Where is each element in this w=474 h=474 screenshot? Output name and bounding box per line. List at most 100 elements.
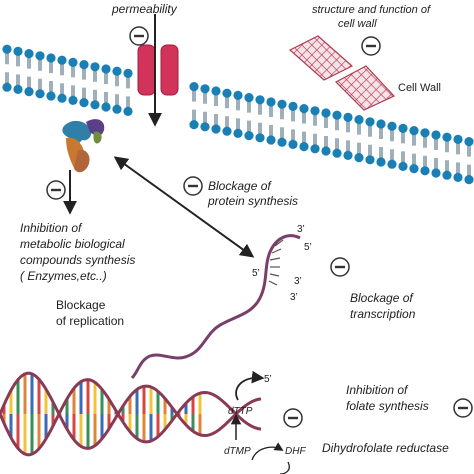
- dhfr-label: Dihydrofolate reductase: [322, 441, 449, 455]
- lipid-head: [321, 146, 331, 156]
- rna-5prime-left: 5’: [252, 268, 260, 279]
- lipid-head: [101, 64, 111, 74]
- lipid-head: [277, 137, 287, 147]
- dhf-label: DHF: [285, 446, 306, 457]
- cell-wall-mesh: [288, 35, 396, 111]
- dhf-return-arrow: [279, 461, 290, 474]
- lipid-head: [409, 126, 419, 136]
- lipid-head: [442, 132, 452, 142]
- lipid-head: [24, 49, 34, 59]
- folate-label-line2: folate synthesis: [346, 399, 429, 413]
- metabolic-label-line3: compounds synthesis: [20, 253, 135, 267]
- minus-badge-dhfr: [453, 398, 473, 418]
- lipid-head: [310, 144, 320, 154]
- lipid-head: [321, 108, 331, 118]
- minus-badge-metabolic: [46, 180, 66, 200]
- lipid-head: [343, 112, 353, 122]
- lipid-head: [57, 55, 67, 65]
- protein-label-line1: Blockage of: [208, 179, 272, 193]
- cell-membrane: [2, 44, 474, 185]
- transcription-label-line1: Blockage of: [350, 291, 414, 305]
- lipid-head: [365, 117, 375, 127]
- lipid-head: [35, 51, 45, 61]
- lipid-head: [453, 134, 463, 144]
- metabolic-label-line4: ( Enzymes,etc..): [20, 269, 107, 283]
- lipid-head: [233, 90, 243, 100]
- lipid-head: [35, 89, 45, 99]
- lipid-head: [222, 126, 232, 136]
- dna-strand-a: [0, 378, 262, 457]
- lipid-head: [46, 91, 56, 101]
- lipid-head: [365, 155, 375, 165]
- lipid-head: [420, 166, 430, 176]
- lipid-head: [431, 130, 441, 140]
- lipid-head: [200, 84, 210, 94]
- lipid-head: [57, 93, 67, 103]
- dna-base-pairs: [2, 373, 202, 455]
- replication-label-line2: of replication: [56, 314, 124, 328]
- lipid-head: [46, 53, 56, 63]
- minus-badge-protein: [183, 176, 203, 196]
- lipid-head: [189, 120, 199, 130]
- protein-synthesis-arrow: [113, 156, 255, 258]
- folate-label-line1: Inhibition of: [346, 383, 409, 397]
- lipid-head: [200, 122, 210, 132]
- lipid-head: [101, 102, 111, 112]
- lipid-head: [255, 95, 265, 105]
- dttp-label: dTTP: [228, 406, 253, 417]
- minus-badge-folate: [283, 408, 303, 428]
- lipid-head: [90, 100, 100, 110]
- membrane-channel: [137, 44, 179, 96]
- lipid-head: [266, 135, 276, 145]
- lipid-head: [332, 148, 342, 158]
- lipid-head: [398, 123, 408, 133]
- lipid-head: [244, 93, 254, 103]
- dtmp-label: dTMP: [224, 446, 251, 457]
- dhf-cycle-arrow: [251, 442, 284, 461]
- lipid-head: [310, 106, 320, 116]
- minus-badge-permeability: [129, 26, 149, 46]
- lipid-head: [68, 95, 78, 105]
- lipid-head: [233, 128, 243, 138]
- lipid-head: [112, 66, 122, 76]
- enzyme-protein-icon: [62, 119, 105, 173]
- lipid-head: [2, 82, 12, 92]
- cell-wall-function-line1: structure and function of: [312, 4, 431, 16]
- rna-3prime-top: 3’: [297, 224, 305, 235]
- lipid-head: [387, 121, 397, 131]
- lipid-head: [13, 84, 23, 94]
- lipid-head: [442, 170, 452, 180]
- minus-badge-transcription: [330, 257, 350, 277]
- lipid-head: [24, 87, 34, 97]
- protein-label-line2: protein synthesis: [207, 194, 298, 208]
- replication-label-line1: Blockage: [56, 298, 106, 312]
- lipid-head: [112, 104, 122, 114]
- lipid-head: [211, 86, 221, 96]
- mrna-strand: [130, 234, 301, 380]
- lipid-head: [453, 172, 463, 182]
- lipid-head: [79, 60, 89, 70]
- lipid-head: [376, 119, 386, 129]
- cell-wall-function-line2: cell wall: [338, 18, 377, 30]
- lipid-head: [79, 98, 89, 108]
- rna-5prime-right: 5’: [304, 242, 312, 253]
- lipid-head: [222, 88, 232, 98]
- lipid-head: [376, 157, 386, 167]
- lipid-head: [255, 133, 265, 143]
- minus-badge-cell-wall: [361, 36, 381, 56]
- lipid-head: [464, 175, 474, 185]
- lipid-head: [2, 44, 12, 54]
- lipid-head: [420, 128, 430, 138]
- lipid-head: [13, 46, 23, 57]
- lipid-head: [277, 99, 287, 109]
- dna-5prime: 5’: [264, 374, 272, 385]
- lipid-head: [68, 57, 78, 67]
- lipid-head: [299, 104, 309, 114]
- lipid-head: [431, 168, 441, 178]
- metabolic-label-line2: metabolic biological: [20, 237, 125, 251]
- metabolic-label-line1: Inhibition of: [20, 221, 83, 235]
- lipid-head: [354, 115, 364, 125]
- lipid-head: [398, 161, 408, 171]
- lipid-head: [123, 106, 133, 116]
